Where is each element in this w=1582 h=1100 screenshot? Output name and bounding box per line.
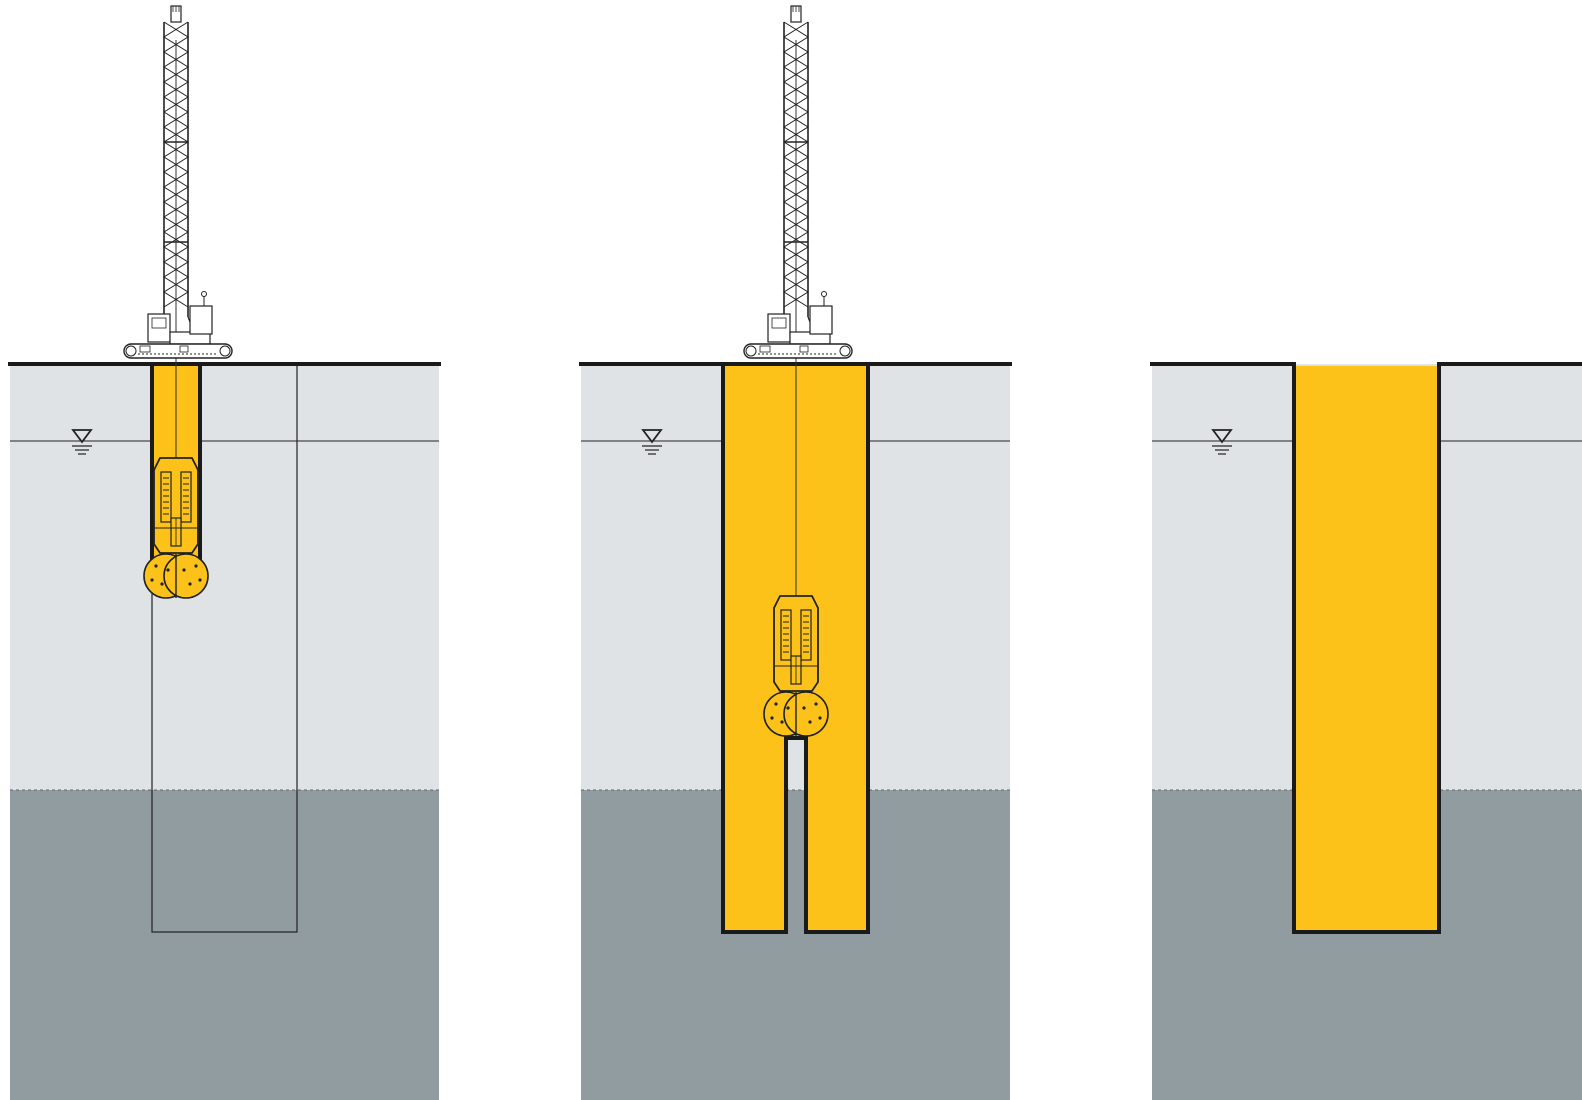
- completed-panel: [1294, 366, 1439, 932]
- crane-icon: [743, 5, 853, 359]
- lower-soil-layer: [10, 790, 439, 1100]
- soil-core-lower: [786, 790, 806, 934]
- panel-3: [1150, 362, 1582, 1100]
- panel-walls: [721, 364, 870, 934]
- panel-2: [579, 5, 1012, 1100]
- crane-icon: [123, 5, 233, 359]
- hydrofraise-cutter-icon: [143, 457, 209, 599]
- panel-1: [8, 5, 441, 1100]
- hydrofraise-cutter-icon: [763, 595, 829, 737]
- panel-walls: [1292, 364, 1441, 934]
- upper-soil-layer: [10, 364, 439, 790]
